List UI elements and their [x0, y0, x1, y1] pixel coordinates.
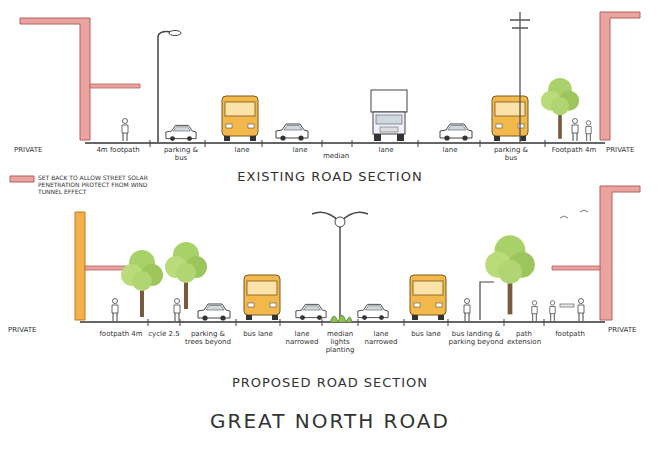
zone-label: lane — [222, 146, 262, 154]
divider-ticks — [150, 140, 545, 147]
zone-label: PRIVATE — [608, 326, 656, 334]
pedestrian — [532, 301, 537, 321]
bus — [244, 275, 280, 320]
pedestrian — [550, 301, 555, 321]
median-light — [312, 212, 368, 320]
zone-label: lane — [280, 146, 320, 154]
building — [75, 212, 85, 320]
cafe-table — [560, 304, 574, 307]
pedestrian — [586, 121, 591, 141]
pedestrian — [464, 299, 470, 322]
planting — [330, 315, 352, 322]
cyclist — [174, 299, 180, 322]
bus-shelter — [480, 282, 494, 320]
section-heading: EXISTING ROAD SECTION — [180, 170, 480, 185]
pedestrian — [122, 119, 128, 142]
car — [296, 304, 326, 320]
tree — [121, 250, 163, 317]
building — [10, 176, 34, 182]
existing-section — [20, 12, 640, 147]
car — [166, 125, 196, 141]
pedestrian — [112, 299, 118, 322]
zone-label: path extension — [505, 330, 543, 346]
zone-label: cycle 2.5 — [148, 330, 180, 338]
truck — [371, 90, 407, 141]
building — [600, 186, 640, 320]
diagram-title: GREAT NORTH ROAD — [140, 410, 520, 433]
zone-label: PRIVATE — [606, 146, 656, 154]
awning — [552, 266, 600, 270]
power-pole — [510, 12, 530, 142]
zone-label: SET BACK TO ALLOW STREET SOLAR PENETRATI… — [38, 175, 152, 196]
zone-label: median — [318, 152, 354, 160]
car — [358, 304, 388, 320]
zone-label: 4m footpath — [88, 146, 148, 154]
car — [198, 304, 230, 321]
zone-label: footpath — [546, 330, 594, 338]
zone-label: bus lane — [238, 330, 278, 338]
car — [276, 124, 308, 141]
zone-label: lane — [430, 146, 470, 154]
proposed-section — [10, 176, 640, 326]
zone-label: footpath 4m — [98, 330, 144, 338]
tree — [165, 242, 207, 309]
birds — [560, 210, 588, 218]
zone-label: PRIVATE — [8, 326, 60, 334]
zone-label: parking & bus — [160, 146, 202, 162]
section-heading: PROPOSED ROAD SECTION — [170, 376, 490, 391]
lamp — [169, 31, 181, 36]
pedestrian — [578, 299, 584, 322]
zone-label: bus landing & parking beyond — [448, 330, 504, 346]
light-globe — [335, 217, 345, 227]
tree — [485, 235, 535, 314]
building — [20, 18, 90, 140]
awning — [90, 84, 140, 88]
zone-label: median lights planting — [322, 330, 358, 354]
bus — [410, 275, 446, 320]
zone-label: lane — [366, 146, 406, 154]
lamp-post — [158, 32, 172, 143]
zone-label: lane narrowed — [360, 330, 402, 346]
zone-label: parking & bus — [490, 146, 532, 162]
ground-line — [85, 142, 605, 144]
car — [440, 124, 472, 141]
zone-label: PRIVATE — [14, 146, 66, 154]
bus — [492, 96, 528, 141]
zone-label: lane narrowed — [282, 330, 322, 346]
zone-label: bus lane — [406, 330, 446, 338]
bus — [222, 96, 258, 141]
building — [600, 12, 640, 140]
zone-label: parking & trees beyond — [182, 330, 234, 346]
zone-label: Footpath 4m — [548, 146, 600, 154]
pedestrian — [572, 119, 578, 142]
